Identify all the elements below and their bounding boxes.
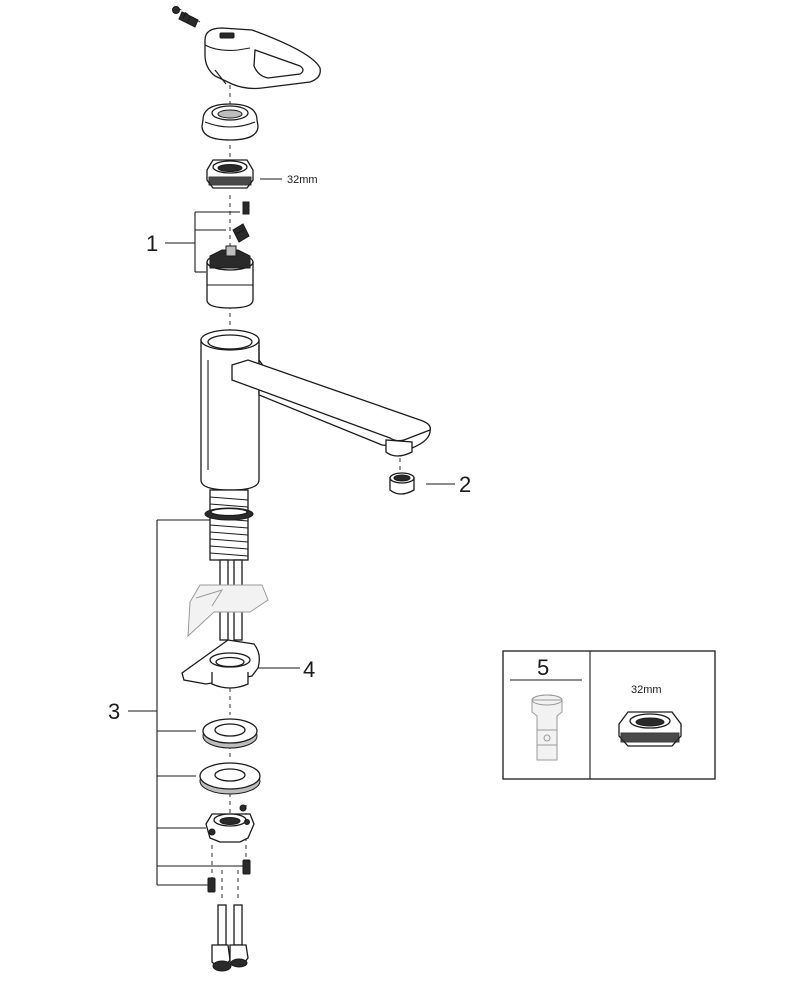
rubber-washer — [202, 718, 258, 749]
callout-4-label: 4 — [303, 657, 315, 682]
grub-screw — [172, 6, 199, 28]
cartridge-screw — [232, 201, 250, 243]
spare-hex-nut — [618, 711, 682, 747]
callout-3-label: 3 — [108, 699, 120, 724]
callout-2-label: 2 — [459, 472, 471, 497]
fixing-screws — [207, 859, 251, 893]
spare-cartridge — [531, 694, 563, 761]
countertop-section — [187, 584, 269, 638]
hex-nut-32mm — [206, 159, 282, 189]
aerator — [389, 472, 455, 495]
callout-1-label: 1 — [146, 231, 158, 256]
metal-washer — [199, 762, 261, 795]
supply-hoses-lower — [211, 904, 249, 972]
callout-1-bracket — [165, 211, 240, 273]
fixing-plate — [181, 639, 300, 689]
ceramic-cartridge — [206, 245, 254, 309]
clamp-bracket — [205, 804, 255, 843]
spare-nut-dimension-label: 32mm — [631, 684, 662, 696]
tap-spout — [231, 345, 431, 457]
spare-parts-box — [502, 650, 716, 780]
callout-5-label: 5 — [537, 655, 549, 680]
nut-dimension-label: 32mm — [287, 174, 318, 186]
dome-cover-cap — [201, 103, 259, 141]
tap-body — [200, 329, 260, 491]
callout-3-bracket — [128, 519, 246, 886]
threaded-shank — [204, 489, 254, 561]
lever-handle — [204, 27, 321, 90]
